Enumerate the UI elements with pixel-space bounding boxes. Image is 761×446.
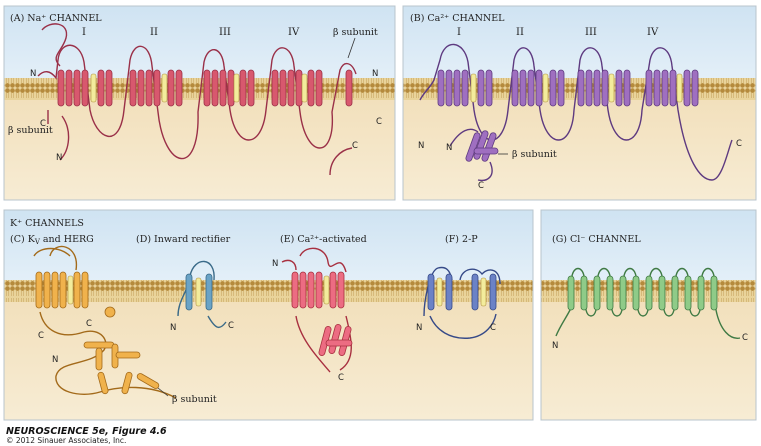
calcium-n-terminus: N [418, 141, 424, 151]
kv-n-terminus: N [52, 355, 58, 365]
beta-subunit-label-bottom: β subunit [8, 125, 53, 136]
panel-e-title: (E) Ca²⁺-activated [280, 234, 367, 245]
domain-label-iv: IV [288, 27, 300, 38]
potassium-group-title: K⁺ CHANNELS [10, 218, 84, 229]
beta-n-terminus-left: N [56, 153, 62, 163]
calcium-beta-subunit-label: β subunit [512, 149, 557, 160]
chloride-c-terminus: C [742, 333, 748, 343]
panel-b-title: (B) Ca²⁺ CHANNEL [410, 13, 505, 24]
ca-activated-n-terminus: N [272, 259, 278, 269]
kv-c-terminus: C [38, 331, 44, 341]
domain-label-ii: II [150, 27, 158, 38]
sodium-n-terminus: N [30, 69, 36, 79]
sodium-channel-backbone [37, 44, 357, 160]
inward-rectifier-channel: N C [170, 260, 234, 333]
calcium-channel-backbone [419, 43, 733, 181]
domain-label-i: I [457, 27, 461, 38]
beta-n-terminus-right: N [372, 69, 378, 79]
panel-f-title: (F) 2-P [445, 234, 478, 245]
panel-a-sodium-channel: (A) Na⁺ CHANNEL I II III IV β subunit [3, 5, 396, 201]
calcium-c-terminus: C [736, 139, 742, 149]
twop-c-terminus: C [490, 323, 496, 333]
kv-herg-channel: C N C β subunit [33, 245, 217, 405]
calcium-beta-subunit [449, 128, 499, 182]
beta-c-terminus-right: C [376, 117, 382, 127]
kv-beta-c-terminus: C [86, 319, 92, 329]
two-pore-channel: N C [416, 266, 501, 339]
ca-activated-c-terminus: C [338, 373, 344, 383]
calcium-beta-n-terminus: N [446, 143, 452, 153]
domain-label-iv: IV [647, 27, 659, 38]
copyright-notice: © 2012 Sinauer Associates, Inc. [6, 436, 126, 445]
figure-citation: NEUROSCIENCE 5e, Figure 4.6 [6, 426, 167, 437]
chloride-channel-backbone [555, 267, 741, 339]
calcium-activated-potassium-channel: N C [272, 247, 353, 383]
calcium-beta-c-terminus: C [478, 181, 484, 191]
twop-n-terminus: N [416, 323, 422, 333]
panel-g-chloride-channel: (G) Cl⁻ CHANNEL N C [540, 209, 757, 421]
sodium-c-terminus: C [352, 141, 358, 151]
domain-label-ii: II [516, 27, 524, 38]
panel-potassium-channels: K⁺ CHANNELS (C) KV and HERG (D) Inward r… [3, 209, 534, 421]
panel-g-title: (G) Cl⁻ CHANNEL [552, 234, 641, 245]
domain-label-iii: III [219, 27, 231, 38]
beta-subunit-label-top: β subunit [333, 27, 378, 38]
chloride-n-terminus: N [552, 341, 558, 351]
panel-c-title: (C) KV and HERG [10, 234, 94, 246]
domain-label-iii: III [585, 27, 597, 38]
ir-n-terminus: N [170, 323, 176, 333]
membrane-bilayer [4, 280, 533, 302]
kv-beta-subunit-label: β subunit [172, 394, 217, 405]
panel-a-title: (A) Na⁺ CHANNEL [10, 13, 102, 24]
beta-c-terminus-left: C [40, 119, 46, 129]
domain-label-i: I [82, 27, 86, 38]
panel-b-calcium-channel: (B) Ca²⁺ CHANNEL I II III IV [402, 5, 757, 201]
ir-c-terminus: C [228, 321, 234, 331]
panel-d-title: (D) Inward rectifier [136, 234, 231, 245]
